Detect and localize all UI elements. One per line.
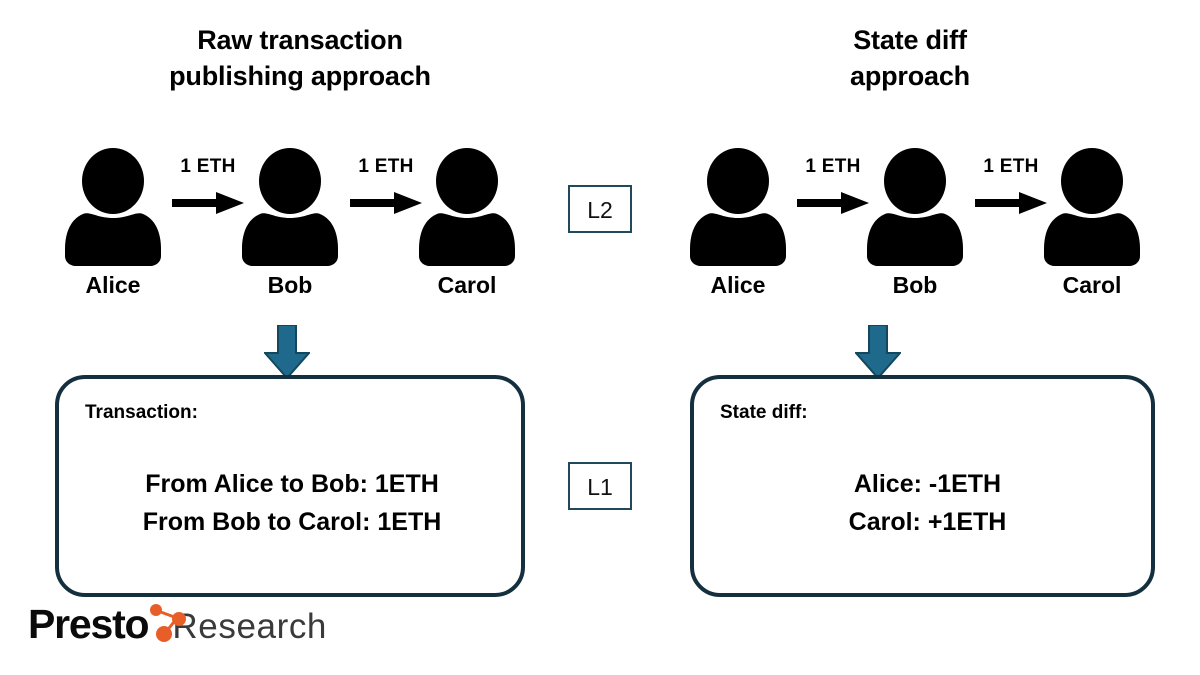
person-icon bbox=[65, 148, 161, 266]
actor-label: Carol bbox=[437, 272, 497, 298]
arrow-right-icon bbox=[975, 192, 1047, 214]
actor-row-raw-transaction: Alice Bob Carol 1 ETH 1 ETH bbox=[55, 148, 525, 318]
presto-research-logo: Presto Research bbox=[28, 602, 327, 650]
data-box-line: From Bob to Carol: 1ETH bbox=[142, 508, 442, 536]
arrow-right-icon bbox=[797, 192, 869, 214]
column-title-state-diff: State diff approach bbox=[745, 22, 1075, 94]
data-box-body: From Alice to Bob: 1ETH From Bob to Caro… bbox=[59, 465, 521, 541]
data-box-line: Alice: -1ETH bbox=[853, 470, 1002, 498]
data-box-heading: State diff: bbox=[720, 402, 808, 423]
transfer-amount: 1 ETH bbox=[180, 156, 236, 177]
data-box-state-diff: State diff: Alice: -1ETH Carol: +1ETH bbox=[690, 375, 1155, 597]
title-line: Raw transaction bbox=[197, 25, 403, 55]
column-title-raw-transaction: Raw transaction publishing approach bbox=[135, 22, 465, 94]
person-icon bbox=[867, 148, 963, 266]
arrow-right-icon bbox=[172, 192, 244, 214]
title-line: State diff bbox=[853, 25, 967, 55]
actor-bob: Bob bbox=[865, 148, 965, 298]
transfer-bob-to-carol: 1 ETH bbox=[956, 156, 1066, 216]
actor-label: Alice bbox=[710, 272, 766, 298]
arrow-right-icon bbox=[350, 192, 422, 214]
actor-bob: Bob bbox=[240, 148, 340, 298]
data-box-line: Carol: +1ETH bbox=[848, 508, 1007, 536]
layer-badge-l2: L2 bbox=[568, 185, 632, 233]
transfer-amount: 1 ETH bbox=[805, 156, 861, 177]
transfer-alice-to-bob: 1 ETH bbox=[153, 156, 263, 216]
person-icon bbox=[419, 148, 515, 266]
actor-carol: Carol bbox=[417, 148, 517, 298]
transfer-amount: 1 ETH bbox=[358, 156, 414, 177]
data-box-transaction: Transaction: From Alice to Bob: 1ETH Fro… bbox=[55, 375, 525, 597]
person-icon bbox=[1044, 148, 1140, 266]
person-icon bbox=[690, 148, 786, 266]
actor-label: Bob bbox=[267, 272, 313, 298]
arrow-down-icon bbox=[855, 325, 901, 379]
layer-badge-l1: L1 bbox=[568, 462, 632, 510]
data-box-heading: Transaction: bbox=[85, 402, 198, 423]
actor-label: Carol bbox=[1062, 272, 1122, 298]
actor-label: Bob bbox=[892, 272, 938, 298]
transfer-bob-to-carol: 1 ETH bbox=[331, 156, 441, 216]
arrow-down-icon bbox=[264, 325, 310, 379]
actor-alice: Alice bbox=[688, 148, 788, 298]
actor-label: Alice bbox=[85, 272, 141, 298]
actor-row-state-diff: Alice Bob Carol 1 ETH 1 ETH bbox=[680, 148, 1150, 318]
data-box-line: From Alice to Bob: 1ETH bbox=[145, 470, 439, 498]
person-icon bbox=[242, 148, 338, 266]
actor-carol: Carol bbox=[1042, 148, 1142, 298]
actor-alice: Alice bbox=[63, 148, 163, 298]
data-box-body: Alice: -1ETH Carol: +1ETH bbox=[694, 465, 1151, 541]
transfer-amount: 1 ETH bbox=[983, 156, 1039, 177]
transfer-alice-to-bob: 1 ETH bbox=[778, 156, 888, 216]
title-line: publishing approach bbox=[169, 61, 431, 91]
title-line: approach bbox=[850, 61, 970, 91]
logo-wordmark-research: Research bbox=[172, 607, 327, 646]
logo-wordmark-presto: Presto bbox=[28, 601, 150, 647]
